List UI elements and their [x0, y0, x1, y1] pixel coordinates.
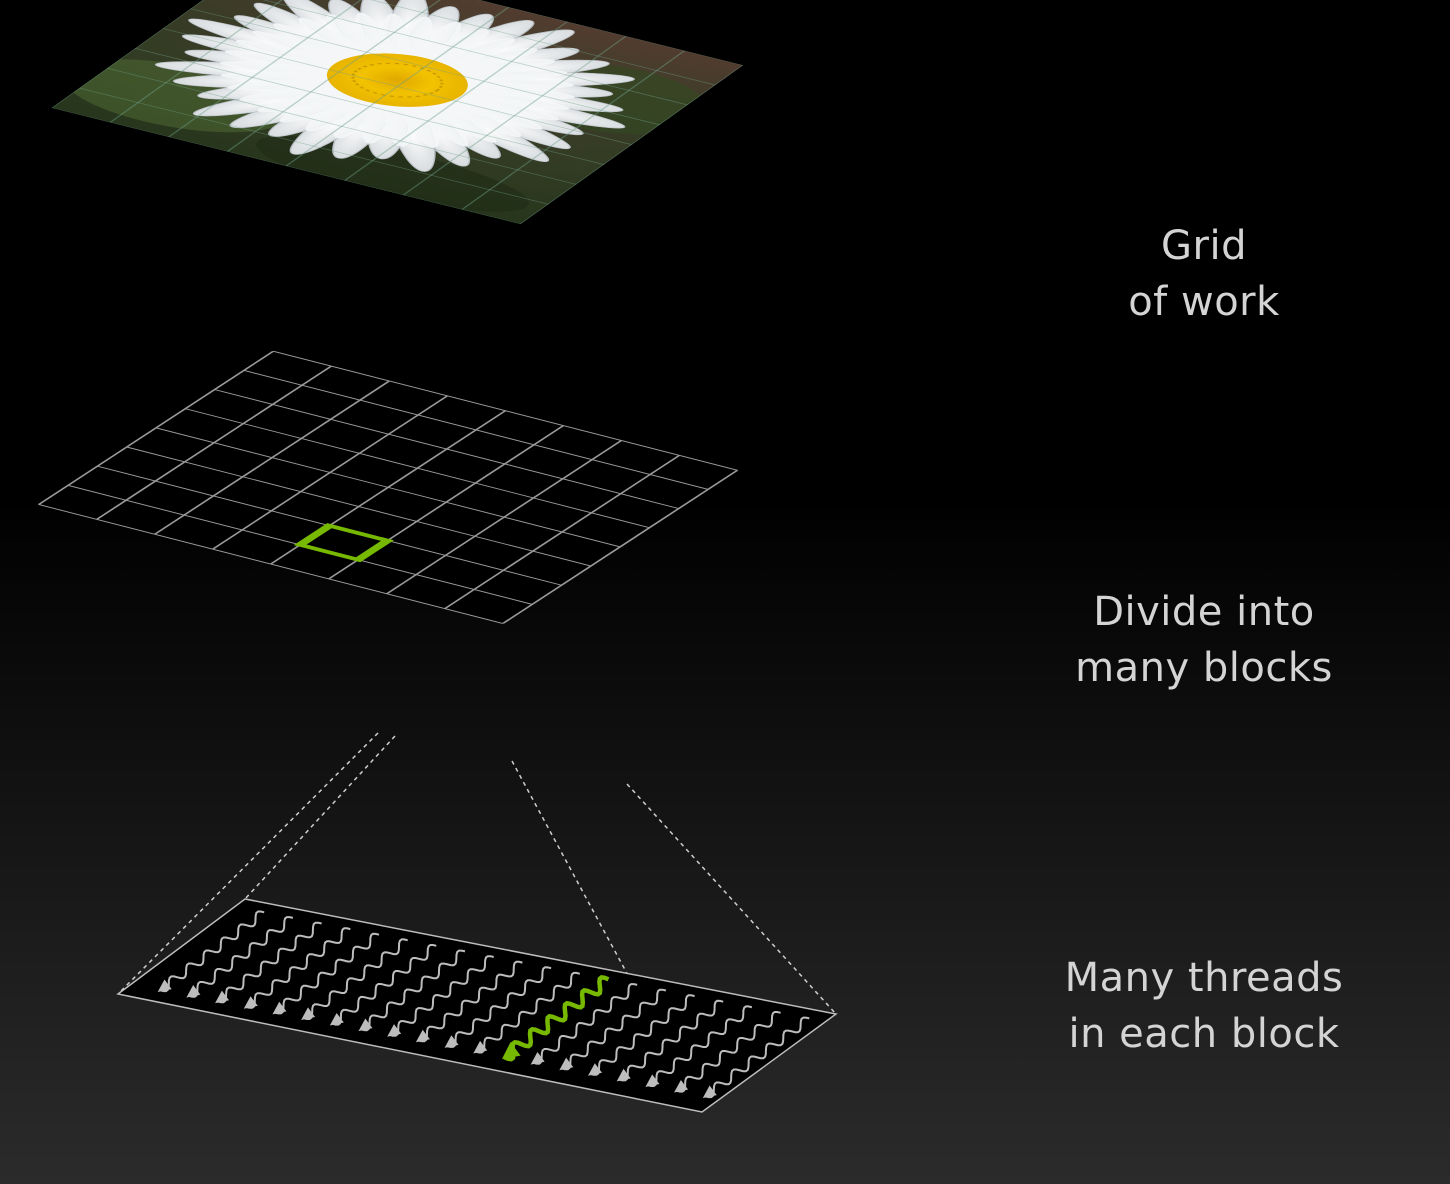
thread-arrowhead	[358, 1018, 373, 1032]
thread	[159, 910, 265, 993]
block-grid-lines	[37, 350, 739, 624]
block-grid-line	[38, 504, 504, 624]
thread	[446, 966, 552, 1048]
label-threads-per-block: Many threads in each block	[1024, 950, 1384, 1062]
thread-arrowhead	[616, 1068, 631, 1082]
thread	[618, 999, 724, 1082]
thread-arrowhead	[530, 1052, 545, 1065]
thread-arrows	[157, 910, 810, 1099]
block-grid-layer	[37, 350, 739, 624]
thread-arrowhead	[702, 1085, 717, 1099]
thread	[331, 944, 437, 1026]
photo-grid-line	[51, 107, 521, 225]
photo-grid-line	[134, 48, 605, 165]
label-divide-into-blocks: Divide into many blocks	[1024, 584, 1384, 696]
photo-grid-line	[109, 0, 334, 123]
label-line: Grid	[1161, 223, 1247, 269]
thread	[704, 1016, 810, 1099]
thread	[418, 960, 523, 1043]
photo-grid-line	[190, 8, 661, 126]
photo-grid-line	[226, 0, 451, 152]
thread-arrowhead	[444, 1035, 459, 1048]
label-line: many blocks	[1075, 645, 1333, 691]
thread-arrowhead	[215, 990, 230, 1004]
thread-arrowhead	[588, 1063, 603, 1076]
thread	[360, 949, 466, 1032]
photo-grid-line	[461, 50, 686, 210]
thread-arrowhead	[157, 979, 172, 993]
photo-grid-line	[519, 65, 744, 225]
thread-arrowhead	[415, 1029, 430, 1043]
photo-grid-line	[51, 0, 276, 109]
highlighted-thread-arrowhead	[501, 1042, 521, 1060]
label-grid-of-work: Grid of work	[1024, 218, 1384, 330]
image-grid-layer	[51, 0, 744, 225]
thread-panel	[116, 898, 838, 1113]
block-grid-line	[184, 408, 650, 529]
thread	[188, 916, 294, 998]
thread	[676, 1011, 781, 1093]
photo-grid-line	[343, 21, 569, 181]
thread-arrowhead	[645, 1074, 660, 1087]
thread	[217, 921, 322, 1004]
label-line: of work	[1128, 279, 1280, 325]
photo-grid-line	[218, 0, 688, 106]
thread-arrowhead	[329, 1012, 344, 1026]
block-grid-line	[214, 389, 680, 509]
thread	[561, 988, 667, 1071]
projection-line	[244, 735, 396, 900]
thread-arrowhead	[674, 1079, 689, 1093]
flower-center-texture	[351, 62, 444, 98]
photo-grid-line	[245, 0, 716, 86]
daisy-flower-image	[154, 0, 635, 172]
projection-line	[511, 760, 703, 1113]
thread-arrowhead	[272, 1001, 287, 1015]
thread-arrowhead	[559, 1057, 574, 1071]
thread-block-layer	[116, 898, 838, 1113]
thread-arrowhead	[186, 985, 201, 998]
photo-grid-line	[106, 67, 577, 185]
photo-grid-lines	[51, 0, 744, 225]
photo-grid-line	[79, 87, 549, 205]
block-grid-line	[126, 446, 592, 567]
block-grid-line	[272, 350, 738, 471]
highlighted-block	[293, 523, 394, 563]
photo-grid-line	[162, 28, 633, 145]
block-grid-line	[243, 370, 709, 490]
projection-line	[117, 732, 379, 995]
thread	[475, 971, 581, 1054]
block-grid-line	[155, 427, 621, 548]
thread	[590, 994, 695, 1076]
photo-grid-line	[285, 6, 510, 167]
projection-line	[626, 783, 837, 1015]
thread-arrowhead	[387, 1024, 402, 1037]
photo-grid-line	[167, 0, 393, 138]
thread	[245, 927, 351, 1009]
thread-arrowhead	[243, 996, 258, 1009]
label-line: in each block	[1068, 1011, 1340, 1057]
thread	[647, 1005, 753, 1087]
label-line: Divide into	[1093, 589, 1315, 635]
thread-arrowhead	[473, 1040, 488, 1054]
photo-grid-line	[273, 0, 744, 66]
photo-grid-line	[402, 35, 627, 196]
thread	[303, 938, 408, 1020]
thread	[389, 955, 494, 1037]
thread	[274, 932, 380, 1015]
thread	[532, 983, 638, 1065]
highlighted-thread	[503, 975, 610, 1062]
projection-lines	[117, 732, 837, 1113]
label-line: Many threads	[1064, 955, 1344, 1001]
thread-arrowhead	[301, 1007, 316, 1020]
